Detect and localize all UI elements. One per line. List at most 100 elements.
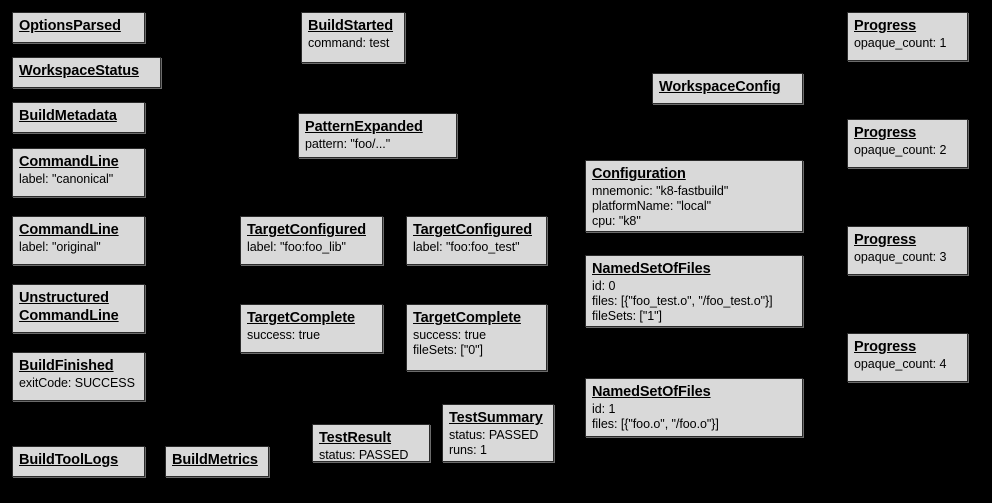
event-node-field: opaque_count: 1 [854, 36, 947, 50]
event-node-field: id: 0 [592, 279, 616, 293]
event-node-build-tool-logs[interactable]: BuildToolLogs [12, 446, 145, 477]
event-node-progress-3[interactable]: Progress opaque_count: 3 [847, 226, 968, 275]
event-node-workspace-config[interactable]: WorkspaceConfig [652, 73, 803, 104]
event-node-build-metrics[interactable]: BuildMetrics [165, 446, 269, 477]
event-node-field: success: true [413, 328, 486, 342]
event-node-field: files: [{"foo.o", "/foo.o"}] [592, 417, 719, 431]
event-node-fields: opaque_count: 3 [854, 250, 961, 265]
event-node-field: success: true [247, 328, 320, 342]
event-node-fields: label: "canonical" [19, 172, 138, 187]
event-node-title: CommandLine [19, 221, 138, 239]
event-node-fields: status: PASSED [319, 448, 423, 461]
event-node-title-line: Progress [854, 339, 917, 355]
event-node-title-line: Configuration [592, 166, 686, 182]
event-node-title-line: CommandLine [19, 154, 119, 170]
event-node-field: command: test [308, 36, 390, 50]
event-node-field: opaque_count: 3 [854, 250, 947, 264]
event-node-title-line: PatternExpanded [305, 119, 423, 135]
event-node-field: label: "foo:foo_lib" [247, 240, 346, 254]
event-node-fields: label: "original" [19, 240, 138, 255]
event-node-title: WorkspaceStatus [19, 62, 154, 80]
event-node-title: OptionsParsed [19, 17, 138, 35]
event-node-title: NamedSetOfFiles [592, 260, 796, 278]
event-node-field: opaque_count: 2 [854, 143, 947, 157]
event-node-field: exitCode: SUCCESS [19, 376, 135, 390]
event-node-test-result[interactable]: TestResult status: PASSED [312, 424, 430, 462]
event-node-title: Progress [854, 124, 961, 142]
event-node-options-parsed[interactable]: OptionsParsed [12, 12, 145, 43]
event-node-title-line: BuildMetrics [172, 452, 258, 468]
event-node-title: TestSummary [449, 409, 547, 427]
event-node-title-line: TestSummary [449, 410, 543, 426]
event-node-field: status: PASSED [449, 428, 539, 442]
event-node-fields: opaque_count: 2 [854, 143, 961, 158]
event-node-field: runs: 1 [449, 443, 487, 457]
event-node-target-configured-foo-lib[interactable]: TargetConfigured label: "foo:foo_lib" [240, 216, 383, 265]
event-node-field: files: [{"foo_test.o", "/foo_test.o"}] [592, 294, 773, 308]
event-node-title-line: BuildFinished [19, 358, 114, 374]
event-node-title: WorkspaceConfig [659, 78, 796, 96]
event-node-workspace-status[interactable]: WorkspaceStatus [12, 57, 161, 88]
event-node-field: id: 1 [592, 402, 616, 416]
event-node-fields: success: true [247, 328, 376, 343]
event-node-title-line: Progress [854, 125, 917, 141]
event-node-title: Progress [854, 17, 961, 35]
event-node-fields: exitCode: SUCCESS [19, 376, 138, 391]
event-node-fields: mnemonic: "k8-fastbuild"platformName: "l… [592, 184, 796, 229]
event-node-command-line-canonical[interactable]: CommandLine label: "canonical" [12, 148, 145, 197]
event-node-title-line: BuildStarted [308, 18, 394, 34]
event-node-title-line: TargetConfigured [247, 222, 366, 238]
event-node-title: NamedSetOfFiles [592, 383, 796, 401]
event-node-fields: command: test [308, 36, 398, 51]
event-node-field: label: "foo:foo_test" [413, 240, 520, 254]
event-node-target-complete-lib[interactable]: TargetComplete success: true [240, 304, 383, 353]
event-node-title-line: Progress [854, 232, 917, 248]
event-node-title-line: BuildMetadata [19, 108, 117, 124]
event-node-pattern-expanded[interactable]: PatternExpanded pattern: "foo/..." [298, 113, 457, 158]
event-node-title-line: TargetComplete [413, 310, 521, 326]
event-node-configuration[interactable]: Configuration mnemonic: "k8-fastbuild"pla… [585, 160, 803, 232]
event-node-fields: opaque_count: 4 [854, 357, 961, 372]
event-node-field: opaque_count: 4 [854, 357, 947, 371]
event-node-field: fileSets: ["1"] [592, 309, 662, 323]
event-node-fields: pattern: "foo/..." [305, 137, 450, 152]
event-node-title-line: TestResult [319, 430, 392, 446]
event-node-title: BuildMetadata [19, 107, 138, 125]
event-node-field: platformName: "local" [592, 199, 711, 213]
event-node-fields: label: "foo:foo_test" [413, 240, 540, 255]
event-node-title-line: WorkspaceConfig [659, 79, 781, 95]
event-node-title: TargetComplete [247, 309, 376, 327]
event-node-title-line: CommandLine [19, 308, 119, 324]
event-node-title-line: TargetComplete [247, 310, 355, 326]
event-node-progress-2[interactable]: Progress opaque_count: 2 [847, 119, 968, 168]
event-node-title: Progress [854, 231, 961, 249]
event-node-build-metadata[interactable]: BuildMetadata [12, 102, 145, 133]
event-node-build-started[interactable]: BuildStarted command: test [301, 12, 405, 63]
event-node-title: Configuration [592, 165, 796, 183]
event-node-title-line: BuildToolLogs [19, 452, 119, 468]
event-node-field: mnemonic: "k8-fastbuild" [592, 184, 729, 198]
event-node-field: fileSets: ["0"] [413, 343, 483, 357]
event-node-title-line: Unstructured [19, 290, 109, 306]
event-node-build-finished[interactable]: BuildFinished exitCode: SUCCESS [12, 352, 145, 401]
event-node-progress-4[interactable]: Progress opaque_count: 4 [847, 333, 968, 382]
event-node-title-line: NamedSetOfFiles [592, 261, 711, 277]
event-node-title: TargetComplete [413, 309, 540, 327]
event-node-title: BuildStarted [308, 17, 398, 35]
event-node-field: cpu: "k8" [592, 214, 641, 228]
event-node-field: pattern: "foo/..." [305, 137, 391, 151]
event-node-title: PatternExpanded [305, 118, 450, 136]
event-node-fields: label: "foo:foo_lib" [247, 240, 376, 255]
